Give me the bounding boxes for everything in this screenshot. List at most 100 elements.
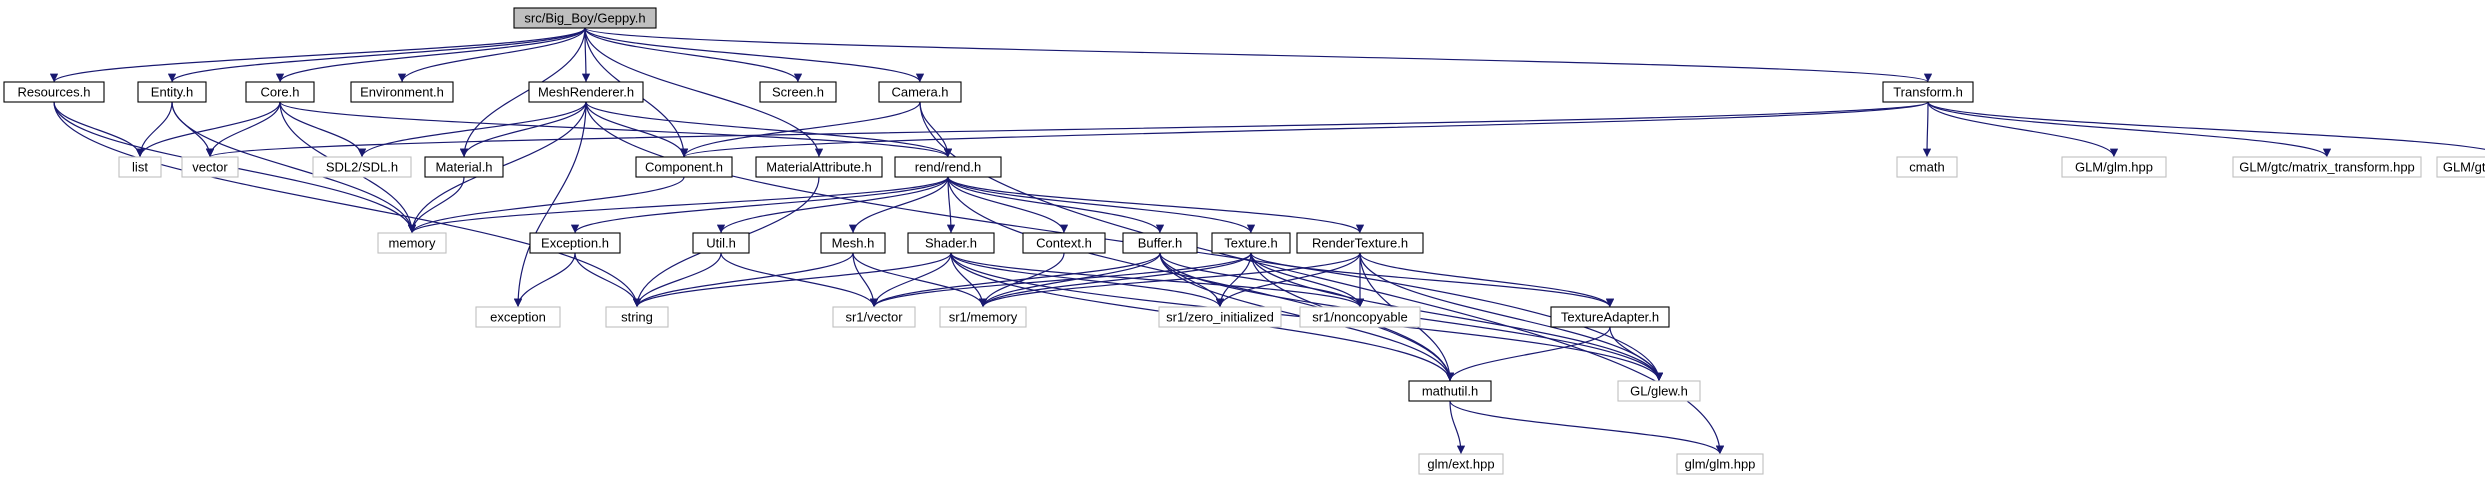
- node-box-screen: [759, 81, 837, 103]
- node-geppy[interactable]: src/Big_Boy/Geppy.h: [513, 7, 657, 29]
- node-label-buffer: Buffer.h: [1138, 236, 1183, 251]
- node-box-rendertexture: [1296, 232, 1424, 254]
- node-entity[interactable]: Entity.h: [137, 81, 207, 103]
- node-mesh[interactable]: Mesh.h: [820, 232, 886, 254]
- node-box-glmgtc_mt: [2232, 156, 2422, 178]
- edge-rend-to-texture: [947, 176, 1256, 234]
- edge-transform-to-component: [680, 101, 1929, 158]
- edge-exceptionh-to-exception: [513, 252, 576, 308]
- node-resources[interactable]: Resources.h: [3, 81, 105, 103]
- node-label-sr1noncopy: sr1/noncopyable: [1312, 310, 1407, 325]
- node-label-sr1vector: sr1/vector: [845, 310, 903, 325]
- node-label-core: Core.h: [260, 85, 299, 100]
- node-label-context: Context.h: [1036, 236, 1092, 251]
- node-core[interactable]: Core.h: [245, 81, 315, 103]
- node-box-context: [1022, 232, 1106, 254]
- node-box-mathutil: [1408, 380, 1492, 402]
- node-texture[interactable]: Texture.h: [1211, 232, 1291, 254]
- node-label-mesh: Mesh.h: [832, 236, 875, 251]
- node-label-mathutil: mathutil.h: [1422, 384, 1478, 399]
- edge-buffer-to-sr1vector: [869, 252, 1161, 308]
- node-rend[interactable]: rend/rend.h: [894, 156, 1002, 178]
- edge-geppy-to-camera: [584, 27, 925, 83]
- edge-core-to-list: [135, 101, 281, 158]
- node-sr1vector: sr1/vector: [832, 306, 916, 328]
- node-label-camera: Camera.h: [891, 85, 948, 100]
- edge-textureadapter-to-mathutil: [1445, 326, 1611, 382]
- node-material[interactable]: Material.h: [424, 156, 504, 178]
- node-box-glew: [1617, 380, 1701, 402]
- node-label-resources: Resources.h: [18, 85, 91, 100]
- node-exceptionh[interactable]: Exception.h: [529, 232, 621, 254]
- node-box-shader: [907, 232, 995, 254]
- node-box-camera: [878, 81, 962, 103]
- edge-mathutil-to-glmext: [1449, 400, 1466, 455]
- edge-component-to-memory: [407, 176, 685, 234]
- edge-rend-to-mesh: [848, 176, 949, 234]
- edge-meshrenderer-to-sdl: [357, 101, 587, 158]
- node-label-rendertexture: RenderTexture.h: [1312, 236, 1408, 251]
- node-box-buffer: [1122, 232, 1198, 254]
- node-rendertexture[interactable]: RenderTexture.h: [1296, 232, 1424, 254]
- edge-transform-to-vector: [206, 101, 1929, 158]
- node-box-memory: [377, 232, 447, 254]
- node-context[interactable]: Context.h: [1022, 232, 1106, 254]
- node-camera[interactable]: Camera.h: [878, 81, 962, 103]
- node-label-component: Component.h: [645, 160, 723, 175]
- node-label-geppy: src/Big_Boy/Geppy.h: [524, 11, 645, 26]
- node-sr1zero: sr1/zero_initialized: [1158, 306, 1282, 328]
- edge-core-to-rend: [279, 101, 952, 158]
- edge-mesh-to-sr1vector: [852, 252, 879, 308]
- node-component[interactable]: Component.h: [635, 156, 733, 178]
- edge-rendertexture-to-textureadapter: [1359, 252, 1615, 308]
- node-glmgtc_mt: GLM/gtc/matrix_transform.hpp: [2232, 156, 2422, 178]
- edge-core-to-vector: [205, 101, 281, 158]
- node-box-material: [424, 156, 504, 178]
- node-label-memory: memory: [389, 236, 436, 251]
- node-textureadapter[interactable]: TextureAdapter.h: [1550, 306, 1670, 328]
- node-mathutil[interactable]: mathutil.h: [1408, 380, 1492, 402]
- node-box-resources: [3, 81, 105, 103]
- edge-texture-to-glew: [1250, 252, 1664, 382]
- edge-shader-to-string: [632, 252, 952, 308]
- edge-resources-to-list: [53, 101, 145, 158]
- edge-rend-to-memory: [407, 176, 949, 234]
- node-label-glmext: glm/ext.hpp: [1427, 457, 1494, 472]
- node-meshrenderer[interactable]: MeshRenderer.h: [528, 81, 644, 103]
- edge-rend-to-context: [947, 176, 1069, 234]
- node-buffer[interactable]: Buffer.h: [1122, 232, 1198, 254]
- node-label-exception: exception: [490, 310, 546, 325]
- node-label-transform: Transform.h: [1893, 85, 1963, 100]
- edge-texture-to-sr1vector: [869, 252, 1252, 308]
- node-box-mesh: [820, 232, 886, 254]
- node-box-cmath: [1896, 156, 1958, 178]
- node-box-sr1noncopy: [1299, 306, 1421, 328]
- node-sr1memory: sr1/memory: [939, 306, 1027, 328]
- node-box-vector: [181, 156, 239, 178]
- edge-geppy-to-materialattr: [584, 27, 824, 158]
- node-label-glmgtc_tp: GLM/gtc/type_ptr.hpp: [2443, 160, 2485, 175]
- node-shader[interactable]: Shader.h: [907, 232, 995, 254]
- node-label-materialattr: MaterialAttribute.h: [766, 160, 872, 175]
- edge-rend-to-shader: [946, 176, 956, 234]
- edge-entity-to-memory: [171, 101, 417, 234]
- node-glmglm_t: GLM/glm.hpp: [2061, 156, 2167, 178]
- node-transform[interactable]: Transform.h: [1882, 81, 1974, 103]
- node-glmglm: glm/glm.hpp: [1676, 453, 1764, 475]
- node-screen[interactable]: Screen.h: [759, 81, 837, 103]
- edge-camera-to-component: [679, 101, 921, 158]
- edge-geppy-to-environment: [397, 27, 586, 83]
- node-box-environment: [350, 81, 454, 103]
- node-exception: exception: [475, 306, 561, 328]
- node-box-materialattr: [755, 156, 883, 178]
- edge-resources-to-string: [53, 101, 642, 308]
- node-util[interactable]: Util.h: [692, 232, 750, 254]
- edge-rend-to-exceptionh: [570, 176, 949, 234]
- node-label-string: string: [621, 310, 653, 325]
- node-label-meshrenderer: MeshRenderer.h: [538, 85, 634, 100]
- edge-meshrenderer-to-rend: [585, 101, 953, 158]
- node-environment[interactable]: Environment.h: [350, 81, 454, 103]
- node-materialattr[interactable]: MaterialAttribute.h: [755, 156, 883, 178]
